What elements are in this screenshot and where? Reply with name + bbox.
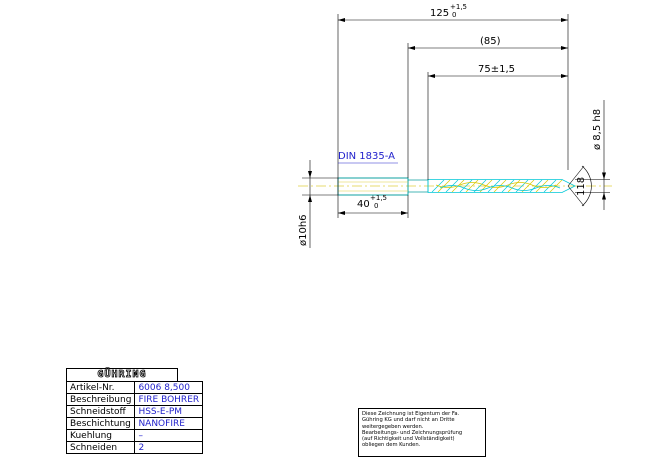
arrowhead	[308, 171, 312, 202]
arrowhead	[338, 211, 408, 215]
reference-length-text: (85)	[480, 36, 501, 47]
shank-diameter-text: ø10h6	[298, 214, 309, 246]
row-value: –	[134, 429, 204, 442]
point-angle-arc	[581, 165, 592, 207]
table-row: Beschichtung NANOFIRE	[65, 417, 204, 430]
drill-diameter-text: ø 8,5 h8	[592, 109, 603, 150]
table-row: Schneiden 2	[65, 441, 204, 454]
row-label: Beschreibung	[65, 393, 136, 406]
table-row: Kuehlung –	[65, 429, 204, 442]
table-row: Beschreibung FIRE BOHRER	[65, 393, 204, 406]
notice-line: Bearbeitungs- und Zeichnungsprüfung	[362, 429, 463, 436]
table-row: Artikel-Nr. 6006 8,500	[65, 381, 204, 394]
notice-line: obliegen dem Kunden.	[362, 442, 421, 449]
row-value: FIRE BOHRER	[134, 393, 204, 406]
flute-length-text: 75±1,5	[478, 64, 515, 75]
row-value: 2	[134, 441, 204, 454]
point-angle-leg	[567, 185, 585, 207]
overall-length-text: 125	[430, 8, 449, 19]
title-block-table: Artikel-Nr. 6006 8,500 Beschreibung FIRE…	[65, 381, 204, 454]
company-logo: GÜHRING	[66, 368, 178, 382]
flute-body	[427, 179, 576, 193]
notice-line: Gühring KG und darf nicht an Dritte	[362, 417, 455, 424]
point-angle-leg	[567, 165, 585, 187]
flute-helix	[431, 179, 563, 193]
standard-label: DIN 1835-A	[338, 151, 395, 162]
shank-tol-lower: 0	[374, 202, 378, 210]
row-label: Schneiden	[65, 441, 136, 454]
notice-line: weitergegeben werden.	[362, 423, 424, 430]
row-value: HSS-E-PM	[134, 405, 204, 418]
overall-tol-lower: 0	[452, 11, 456, 19]
row-label: Schneidstoff	[65, 405, 136, 418]
row-value: NANOFIRE	[134, 417, 204, 430]
shank-length-text: 40	[357, 199, 370, 210]
row-label: Artikel-Nr.	[65, 381, 136, 394]
notice-line: Diese Zeichnung ist Eigentum der Fa.	[362, 411, 460, 417]
table-row: Schneidstoff HSS-E-PM	[65, 405, 204, 418]
shank-tol-upper: +1,5	[370, 194, 387, 202]
shank	[337, 177, 409, 196]
row-value: 6006 8,500	[134, 381, 204, 394]
ownership-notice: Diese Zeichnung ist Eigentum der Fa. Güh…	[358, 408, 486, 457]
overall-tol-upper: +1,5	[450, 3, 467, 11]
row-label: Kuehlung	[65, 429, 136, 442]
point-angle-text: 118	[576, 177, 587, 196]
arrowhead	[602, 172, 606, 200]
row-label: Beschichtung	[65, 417, 136, 430]
notice-line: (auf Richtigkeit und Vollständigkeit)	[362, 436, 455, 443]
